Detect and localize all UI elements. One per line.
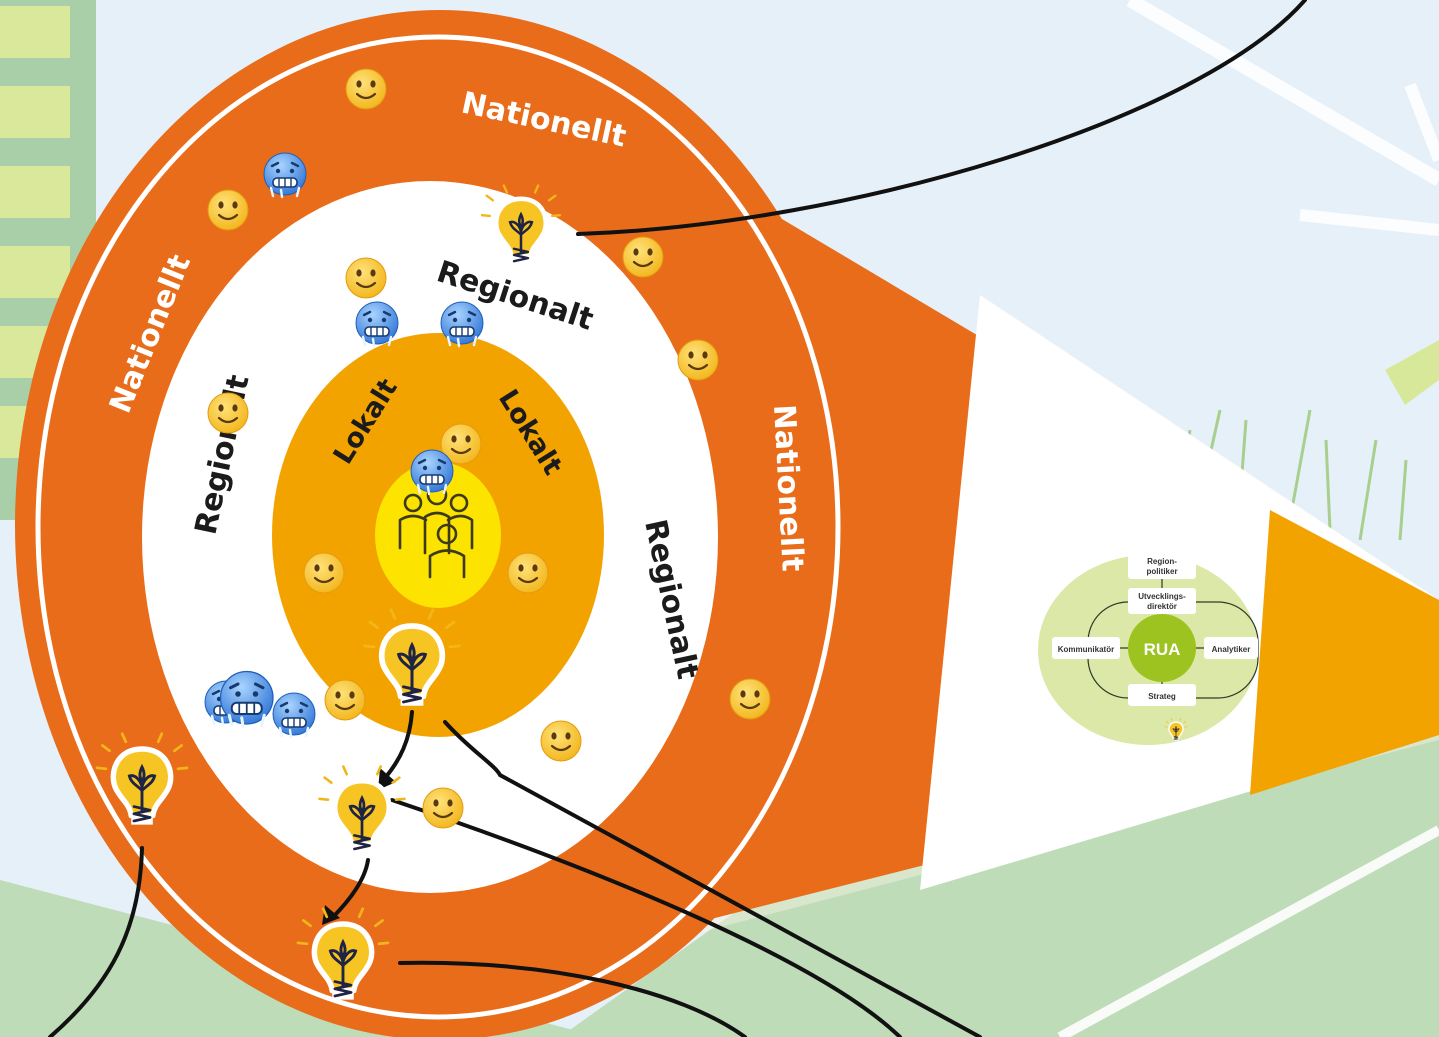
arrow-heads xyxy=(322,768,396,925)
slightly-smiling-face-icon xyxy=(323,678,367,722)
rua-center-label: RUA xyxy=(1144,640,1181,659)
rua-role-regionpolitiker-2: politiker xyxy=(1146,567,1177,576)
group-people-icon xyxy=(398,484,474,579)
slightly-smiling-face-icon xyxy=(621,235,665,279)
rua-role-diagram: RUA Region- politiker Utvecklings- direk… xyxy=(1038,553,1259,745)
decor-shape xyxy=(1385,340,1439,405)
connector-lines xyxy=(48,0,1307,1037)
decor-stroke-2 xyxy=(1299,82,1439,236)
slightly-smiling-face-icon xyxy=(206,391,250,435)
slightly-smiling-face-icon xyxy=(676,338,720,382)
rua-center xyxy=(1128,614,1196,682)
rua-role-kommunikator: Kommunikatör xyxy=(1058,645,1114,654)
slightly-smiling-face-icon xyxy=(728,677,772,721)
national-ring-divider xyxy=(35,34,841,1020)
decor-stroke-3 xyxy=(1057,825,1439,1037)
slightly-smiling-face-icon xyxy=(344,256,388,300)
slightly-smiling-face-icon xyxy=(344,67,388,111)
rua-role-regionpolitiker: Region- xyxy=(1147,557,1177,566)
rua-role-analytiker: Analytiker xyxy=(1212,645,1251,654)
decor-stroke xyxy=(1126,0,1439,187)
slightly-smiling-face-icon xyxy=(506,551,550,595)
slightly-smiling-face-icon xyxy=(206,188,250,232)
slightly-smiling-face-icon xyxy=(421,786,465,830)
label-nationellt-right: Nationellt xyxy=(766,404,810,573)
rua-role-strateg: Strateg xyxy=(1148,692,1176,701)
rua-role-utvecklingsdirektor-2: direktör xyxy=(1147,602,1177,611)
grass-ground-right xyxy=(560,730,1439,1037)
slightly-smiling-face-icon xyxy=(302,551,346,595)
slightly-smiling-face-icon xyxy=(539,719,583,763)
rua-role-utvecklingsdirektor: Utvecklings- xyxy=(1138,592,1186,601)
